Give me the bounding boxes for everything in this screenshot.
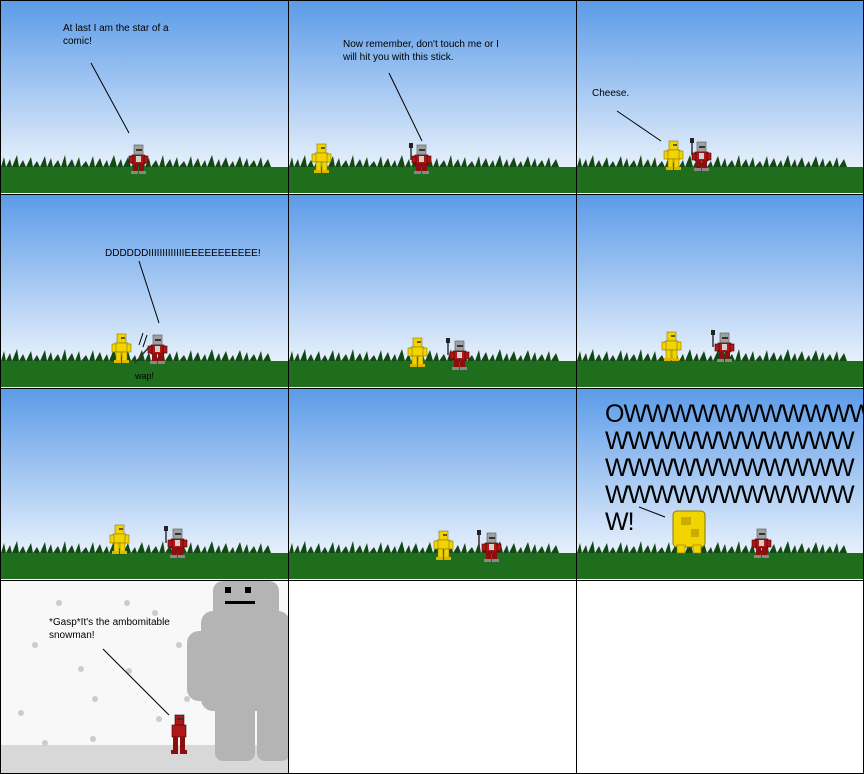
speech-pointer [388, 72, 423, 142]
panel-1-scene [1, 1, 288, 194]
panel-5-scene [289, 195, 576, 388]
panel-10-scene [1, 581, 288, 773]
motion-line [142, 334, 148, 348]
speech-pointer [102, 648, 170, 716]
panel-3: Cheese. [576, 0, 864, 195]
speech-text: At last I am the star of a comic! [63, 23, 169, 47]
panel-6 [576, 194, 864, 389]
panel-9-scene [577, 389, 863, 580]
motion-line [138, 332, 144, 346]
speech-text: Cheese. [592, 88, 630, 99]
speech-pointer [138, 260, 160, 324]
panel-2: Now remember, don't touch me or I will h… [288, 0, 577, 195]
panel-10: *Gasp*It's the ambomitable snowman! [0, 580, 289, 774]
panel-2-scene [289, 1, 576, 194]
panel-5 [288, 194, 577, 389]
speech-text: Now remember, don't touch me or I will h… [343, 39, 499, 63]
panel-7-scene [1, 389, 288, 580]
panel-12-empty [576, 580, 864, 774]
panel-3-scene [577, 1, 863, 194]
red-knight-figure [171, 714, 187, 754]
panel-6-scene [577, 195, 863, 388]
yellow-figure-crumpled [672, 510, 706, 554]
panel-4: DDDDDDIIIIIIIIIIIIIEEEEEEEEEEE! wap! [0, 194, 289, 389]
speech-text: *Gasp*It's the ambomitable snowman! [49, 617, 170, 641]
panel-4-scene [1, 195, 288, 388]
panel-8 [288, 388, 577, 581]
speech-text: OWWWWWWWWWWW WWWWWWWWWWW WWWWWWWWWWW WWW… [605, 400, 864, 536]
snowflakes [18, 600, 190, 746]
speech-pointer [638, 506, 666, 518]
speech-pointer [90, 62, 130, 134]
panel-8-scene [289, 389, 576, 580]
speech-pointer [616, 110, 662, 142]
snowman-mouth [225, 601, 255, 604]
stick [134, 346, 150, 364]
sound-effect: wap! [135, 371, 155, 381]
snowman-eye [245, 587, 251, 593]
speech-text: DDDDDDIIIIIIIIIIIIIEEEEEEEEEEE! [105, 248, 261, 259]
panel-7 [0, 388, 289, 581]
panel-1: At last I am the star of a comic! [0, 0, 289, 195]
panel-11-empty [288, 580, 577, 774]
snowman-eye [225, 587, 231, 593]
panel-9: OWWWWWWWWWWW WWWWWWWWWWW WWWWWWWWWWW WWW… [576, 388, 864, 581]
